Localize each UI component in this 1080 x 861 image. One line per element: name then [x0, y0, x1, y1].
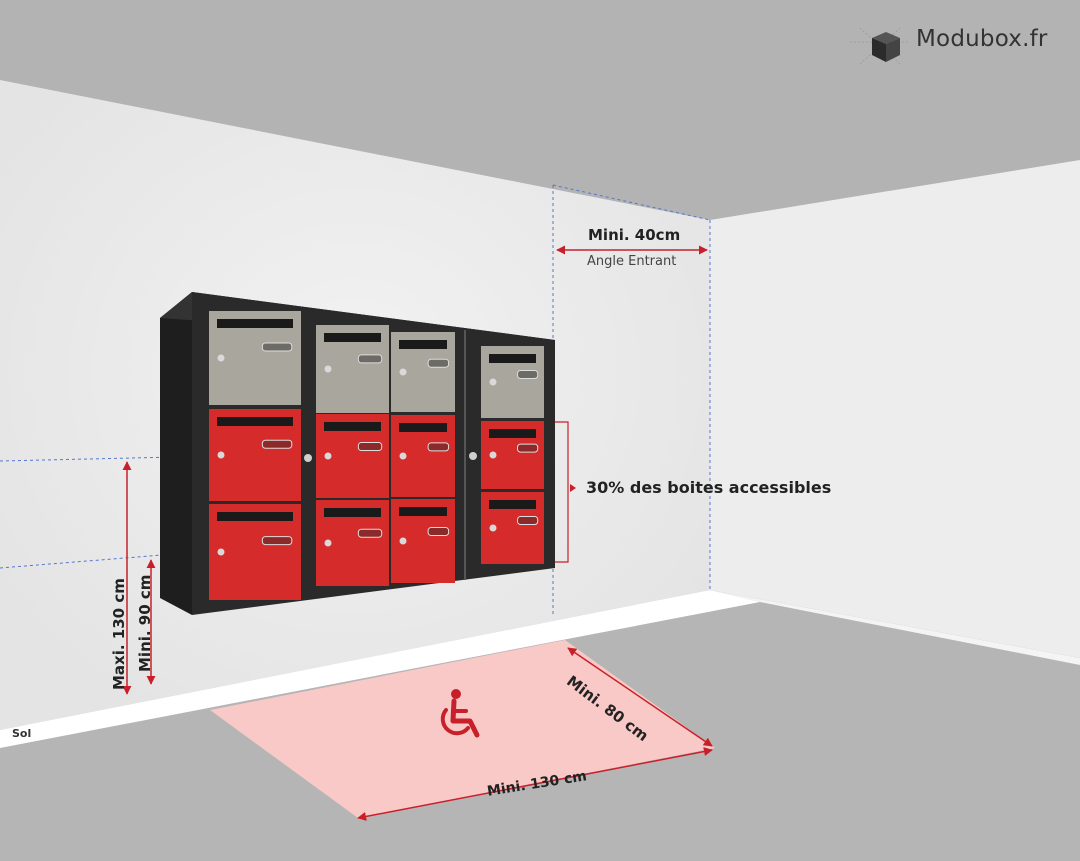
lock-icon: [324, 539, 332, 547]
mailbox-door: [209, 311, 301, 405]
brand-name: Modubox.fr: [916, 26, 1048, 52]
mail-slot: [399, 507, 447, 516]
mailbox-door: [481, 492, 544, 564]
mailbox-door: [316, 500, 389, 586]
mail-slot: [399, 340, 447, 349]
cabinet-knob-icon: [469, 452, 477, 460]
mailbox-doors: [209, 311, 544, 600]
label-mini-40: Mini. 40cm: [588, 226, 681, 244]
name-label-holder: [517, 443, 539, 453]
mailbox-door: [209, 409, 301, 501]
label-angle-entrant: Angle Entrant: [587, 254, 677, 269]
mailbox-door: [481, 421, 544, 489]
brand: Modubox.fr: [848, 26, 1048, 52]
name-label-holder: [261, 536, 293, 546]
mailbox-door: [209, 504, 301, 600]
mailbox-door: [391, 415, 455, 497]
mail-slot: [217, 512, 293, 521]
wheelchair-icon: [440, 689, 480, 738]
cabinet-knob-icon: [304, 454, 312, 462]
mail-slot: [489, 429, 536, 438]
lock-icon: [489, 451, 497, 459]
lock-icon: [489, 378, 497, 386]
name-label-holder: [261, 439, 293, 449]
lock-icon: [324, 452, 332, 460]
mail-slot: [217, 319, 293, 328]
mailbox-door: [391, 332, 455, 412]
label-sol: Sol: [12, 727, 32, 740]
name-label-holder: [427, 358, 450, 368]
accessible-pointer: [570, 484, 576, 492]
label-maxi-130: Maxi. 130 cm: [110, 578, 128, 690]
mailbox-door: [391, 499, 455, 583]
name-label-holder: [357, 528, 383, 538]
mailbox-door: [481, 346, 544, 418]
mailbox-door: [316, 325, 389, 413]
name-label-holder: [427, 442, 450, 452]
lock-icon: [217, 451, 225, 459]
label-accessible-boxes: 30% des boites accessibles: [586, 478, 832, 497]
accessible-bracket: [555, 421, 569, 563]
lock-icon: [399, 368, 407, 376]
mail-slot: [324, 333, 381, 342]
floor-edge-right: [710, 590, 1080, 665]
mail-slot: [324, 508, 381, 517]
name-label-holder: [517, 515, 539, 525]
name-label-holder: [427, 527, 450, 537]
mailbox-door: [316, 414, 389, 498]
lock-icon: [217, 354, 225, 362]
label-mini-90: Mini. 90 cm: [136, 574, 154, 672]
mail-slot: [324, 422, 381, 431]
name-label-holder: [357, 354, 383, 364]
mail-slot: [489, 500, 536, 509]
mail-slot: [489, 354, 536, 363]
right-wall: [710, 160, 1080, 658]
lock-icon: [324, 365, 332, 373]
dimension-mini-80: [567, 647, 713, 747]
name-label-holder: [357, 442, 383, 452]
name-label-holder: [517, 369, 539, 379]
lock-icon: [399, 537, 407, 545]
mail-slot: [217, 417, 293, 426]
floor-edge: [0, 590, 760, 748]
cabinet-side: [160, 292, 192, 615]
mail-slot: [399, 423, 447, 432]
guide-lines: [0, 184, 711, 615]
name-label-holder: [261, 342, 293, 352]
lock-icon: [489, 524, 497, 532]
lock-icon: [399, 452, 407, 460]
cube-logo-icon: [850, 27, 910, 65]
dimension-mini-130: [357, 747, 713, 821]
lock-icon: [217, 548, 225, 556]
